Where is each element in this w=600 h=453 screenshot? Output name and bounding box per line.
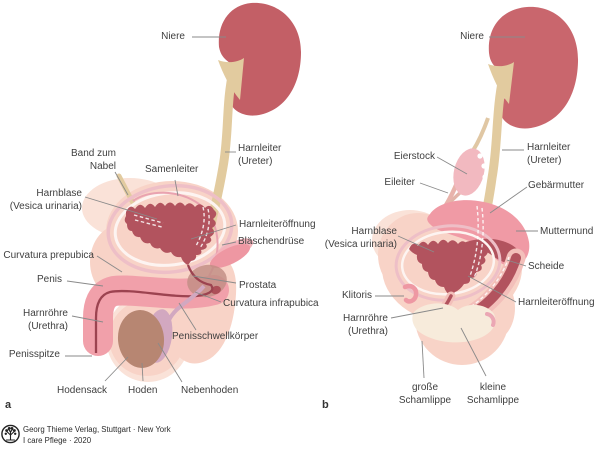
label-female-kleine-schamlippe: kleine Schamlippe <box>466 382 520 406</box>
male-bladder-outer-ring <box>106 183 234 275</box>
panel-letter-b: b <box>322 399 329 411</box>
male-seminal-vesicle-shape <box>209 243 251 269</box>
panel-letter-a: a <box>5 399 12 411</box>
label-female-harnblase: Harnblase (Vesica urinaria) <box>324 226 397 250</box>
label-male-harnroehre: Harnröhre (Urethra) <box>22 308 68 332</box>
label-male-curvatura-infrapubica: Curvatura infrapubica <box>223 298 319 309</box>
female-ovary-shape <box>453 148 485 196</box>
label-male-nebenhoden: Nebenhoden <box>181 385 239 396</box>
label-female-harnleiteroeffnung: Harnleiteröffnung <box>518 297 595 308</box>
label-male-niere: Niere <box>161 31 185 42</box>
label-female-eileiter: Eileiter <box>384 177 415 188</box>
thieme-tree-logo-icon <box>1 424 20 444</box>
female-vulva-shape <box>412 303 496 343</box>
label-male-penisschwellkoerper: Penisschwellkörper <box>172 331 259 342</box>
female-perineum-fold-shape <box>485 312 496 327</box>
label-female-harnleiter: Harnleiter (Ureter) <box>527 142 571 166</box>
label-male-harnleiter: Harnleiter (Ureter) <box>238 143 282 167</box>
logo-foliage <box>4 427 17 435</box>
male-illustration <box>82 2 301 382</box>
footer-imprint: Georg Thieme Verlag, Stuttgart · New Yor… <box>23 424 171 446</box>
label-male-harnleiteroeffnung: Harnleiteröffnung <box>239 219 316 230</box>
male-ejaculatory-opening <box>211 285 221 295</box>
label-male-harnblase: Harnblase (Vesica urinaria) <box>9 188 82 212</box>
female-dashed-lines <box>463 205 510 312</box>
label-male-blaeschendruese: Bläschendrüse <box>238 236 305 247</box>
label-male-penis: Penis <box>36 274 62 285</box>
female-bladder-shape <box>409 239 488 296</box>
label-male-curvatura-prepubica: Curvatura prepubica <box>3 250 94 261</box>
label-male-hodensack: Hodensack <box>57 385 108 396</box>
label-female-muttermund: Muttermund <box>540 226 594 237</box>
label-male-band-zum-nabel: Band zum Nabel <box>70 148 116 172</box>
label-male-penisspitze: Penisspitze <box>8 349 60 360</box>
footer-source-line: I care Pflege · 2020 <box>23 436 92 445</box>
label-female-harnroehre: Harnröhre (Urethra) <box>342 313 388 337</box>
female-illustration <box>372 6 579 365</box>
label-male-prostata: Prostata <box>239 280 277 291</box>
label-male-hoden: Hoden <box>128 385 158 396</box>
male-ureter-dashed-lines <box>133 206 210 249</box>
leader-lines-male <box>65 36 237 383</box>
label-female-gebaermutter: Gebärmutter <box>528 180 585 191</box>
female-clitoris-shape <box>402 283 419 304</box>
label-female-niere: Niere <box>460 31 484 42</box>
footer-publisher-line: Georg Thieme Verlag, Stuttgart · New Yor… <box>23 425 171 434</box>
label-male-samenleiter: Samenleiter <box>145 164 199 175</box>
label-female-klitoris: Klitoris <box>341 290 372 301</box>
label-female-scheide: Scheide <box>528 261 565 272</box>
label-female-grosse-schamlippe: große Schamlippe <box>398 382 452 406</box>
male-testis-shape <box>117 310 165 368</box>
female-ovary-scallops <box>473 153 488 199</box>
leader-lines-female <box>375 36 538 379</box>
label-female-eierstock: Eierstock <box>393 151 435 162</box>
